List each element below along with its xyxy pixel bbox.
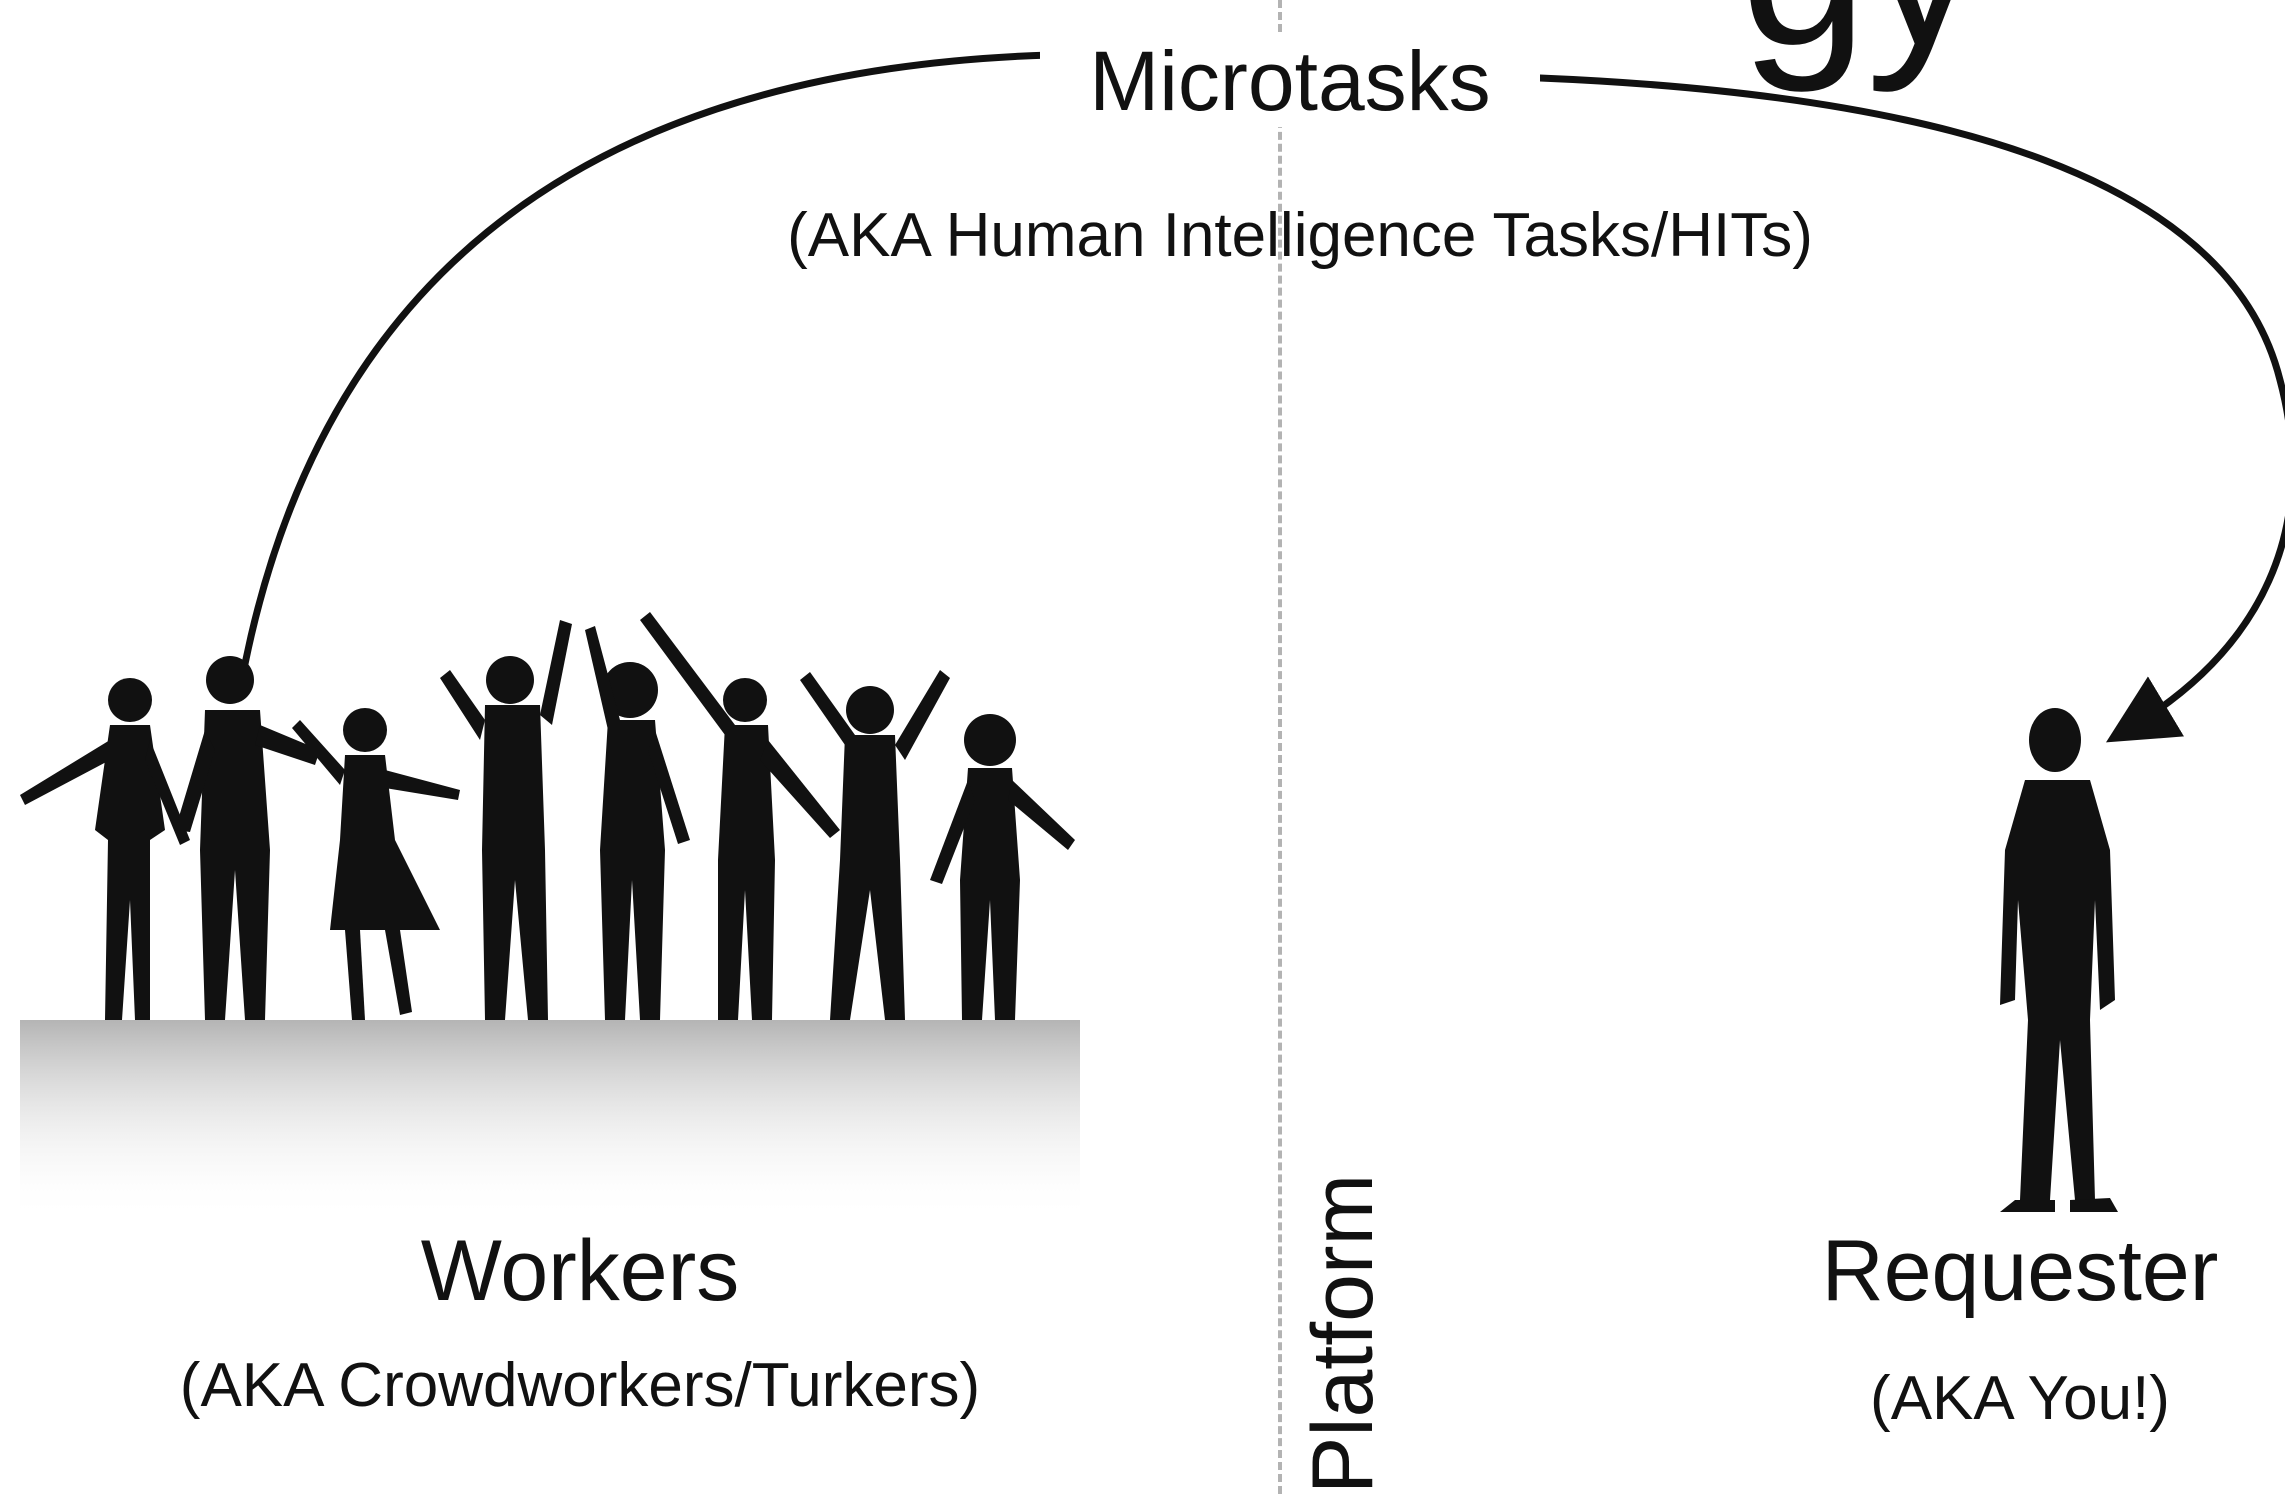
- worker-figure: [292, 708, 460, 1020]
- worker-figure: [930, 714, 1075, 1020]
- worker-figure: [20, 678, 190, 1020]
- platform-divider: [1278, 0, 1282, 1494]
- worker-figure: [440, 620, 572, 1020]
- worker-figure: [585, 626, 690, 1020]
- slide-title-fragment: gy: [1740, 0, 1981, 80]
- platform-label: Platform: [1295, 1173, 1391, 1494]
- worker-figure: [175, 656, 320, 1020]
- microtasks-sublabel: (AKA Human Intelligence Tasks/HITs): [787, 201, 1813, 270]
- workers-crowd-silhouette: [20, 612, 1080, 1220]
- microtasks-label: Microtasks: [1040, 35, 1540, 127]
- worker-figure: [800, 670, 950, 1020]
- worker-figure: [640, 612, 840, 1020]
- requester-sublabel: (AKA You!): [1870, 1364, 2170, 1433]
- microtasks-arc-path: [236, 51, 2285, 743]
- requester-silhouette: [2000, 708, 2118, 1212]
- requester-label: Requester: [1821, 1223, 2219, 1319]
- workers-label: Workers: [420, 1223, 740, 1319]
- workers-sublabel: (AKA Crowdworkers/Turkers): [179, 1351, 981, 1420]
